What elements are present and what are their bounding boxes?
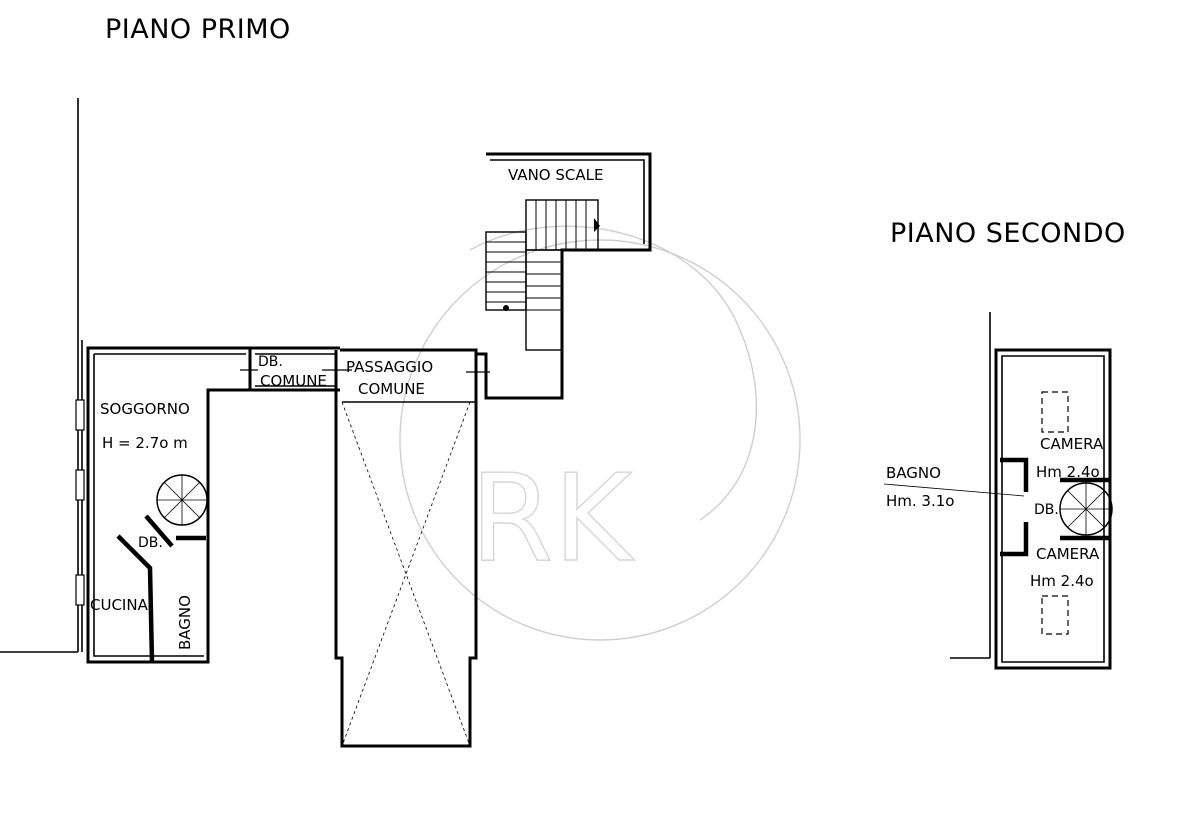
label-height-soggiorno: H = 2.7o m (102, 434, 188, 452)
watermark: RK (399, 225, 801, 641)
watermark-text: RK (470, 450, 635, 589)
label-passaggio: PASSAGGIO (346, 358, 433, 376)
label-comune-passage: COMUNE (358, 380, 425, 398)
apartment-outline (75, 346, 252, 664)
label-camera-bottom-height: Hm 2.4o (1030, 572, 1094, 590)
second-floor-boundary (950, 312, 991, 659)
first-floor-title: PIANO PRIMO (105, 14, 291, 45)
stair-block (476, 152, 652, 400)
label-camera-bottom: CAMERA (1036, 545, 1100, 563)
internal-fixtures (116, 474, 208, 663)
second-floor-outline (883, 348, 1113, 670)
label-cucina: CUCINA (90, 596, 149, 614)
label-db-second: DB. (1034, 502, 1059, 518)
passage-block (334, 348, 490, 748)
label-vano-scale: VANO SCALE (508, 166, 603, 184)
boundary-lines (0, 98, 83, 653)
label-camera-top: CAMERA (1040, 435, 1104, 453)
label-db-comune: DB. (258, 354, 283, 370)
label-comune-corridor: COMUNE (260, 372, 327, 390)
label-camera-top-height: Hm 2.4o (1036, 463, 1100, 481)
second-floor-title: PIANO SECONDO (890, 218, 1126, 249)
label-db-left: DB. (138, 535, 163, 551)
label-bagno-second-height: Hm. 3.1o (886, 492, 954, 510)
label-soggiorno: SOGGORNO (100, 400, 190, 418)
label-bagno-second: BAGNO (886, 464, 941, 482)
label-bagno-first: BAGNO (176, 595, 194, 650)
